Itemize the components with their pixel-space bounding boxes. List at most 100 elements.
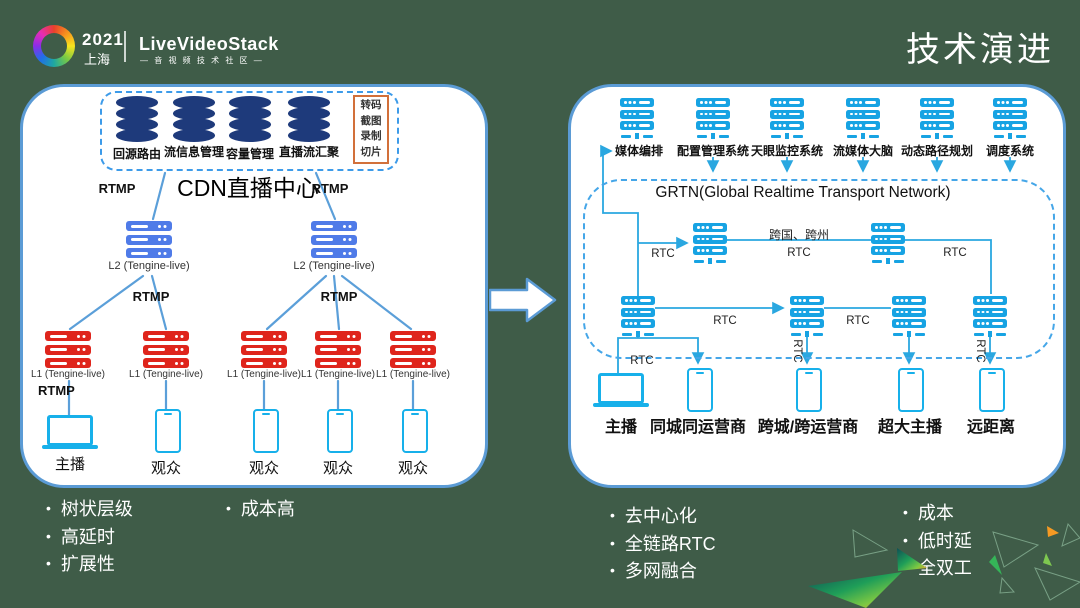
viewer-label: 观众 [397,460,429,477]
rtc-label: RTC [651,248,675,260]
system-label: 媒体编排 [614,144,664,158]
l1-server-icon [390,331,436,372]
phone-icon [402,409,428,453]
l2-label: L2 (Tengine-live) [293,260,375,272]
grtn-node-icon [621,296,655,337]
system-label: 调度系统 [985,144,1035,158]
l1-label: L1 (Tengine-live) [227,369,301,380]
evolution-arrow-icon [489,277,557,323]
l1-label: L1 (Tengine-live) [31,369,105,380]
system-label: 天眼监控系统 [750,144,824,158]
anchor-label: 主播 [54,456,86,473]
grtn-node-icon [871,223,905,264]
grtn-notes-col1: 去中心化 全链路RTC 多网融合 [610,503,716,586]
l1-server-icon [143,331,189,372]
note-item: 去中心化 [610,503,716,531]
phone-icon [796,368,822,412]
endpoint-label: 超大主播 [877,419,943,436]
laptop-icon [42,415,98,449]
rtc-label: RTC [787,247,811,259]
cdn-hub-title: CDN直播中心 [177,175,319,201]
db-node-label: 流信息管理 [163,145,225,159]
rtmp-label: RTMP [132,289,170,304]
phone-icon [155,409,181,453]
l1-server-icon [241,331,287,372]
note-item: 全链路RTC [610,531,716,559]
l1-label: L1 (Tengine-live) [301,369,375,380]
side-box-line: 切片 [360,145,382,158]
phone-icon [253,409,279,453]
grtn-node-icon [693,223,727,264]
grtn-architecture-panel: 媒体编排 配置管理系统 天眼监控系统 流媒体大脑 动态路径规划 调度系统 GRT… [568,84,1066,488]
phone-icon [687,368,713,412]
note-item: 扩展性 [46,551,133,579]
grtn-notes-col2: 成本 低时延 全双工 [903,500,972,583]
viewer-label: 观众 [322,460,354,477]
system-label: 动态路径规划 [900,144,974,158]
system-label: 流媒体大脑 [832,144,894,158]
side-box-line: 录制 [360,130,382,142]
side-box-line: 截图 [360,114,382,127]
l2-server-icon [311,221,357,262]
rtc-label: RTC [791,339,803,363]
cross-region-label: 跨国、跨州 [768,228,830,242]
grtn-node-icon [973,296,1007,337]
system-server-icon [993,98,1027,139]
cdn-notes-col1: 树状层级 高延时 扩展性 [46,496,133,579]
endpoint-label: 同城同运营商 [649,419,747,436]
conference-year: 2021 [82,30,124,49]
rtmp-label: RTMP [311,181,349,196]
conference-logo-ring-icon [33,25,75,67]
database-icon [116,96,158,142]
page-title: 技术演进 [906,31,1054,69]
l2-label: L2 (Tengine-live) [108,260,190,272]
phone-icon [898,368,924,412]
l1-label: L1 (Tengine-live) [376,369,450,380]
system-server-icon [696,98,730,139]
note-item: 成本高 [226,496,295,524]
grtn-node-icon [892,296,926,337]
system-label: 配置管理系统 [676,144,750,158]
l1-label: L1 (Tengine-live) [129,369,203,380]
grtn-title: GRTN(Global Realtime Transport Network) [655,184,951,201]
database-icon [229,96,271,142]
header-divider [124,31,126,62]
endpoint-label: 远距离 [966,419,1016,436]
db-node-label: 直播流汇聚 [278,145,340,159]
rtc-label: RTC [846,315,870,327]
rtmp-label: RTMP [98,181,136,196]
deco-triangles [808,522,1080,608]
grtn-dashed-box [583,179,1055,359]
rtmp-label: RTMP [320,289,358,304]
note-item: 树状层级 [46,496,133,524]
note-item: 高延时 [46,524,133,552]
l1-server-icon [315,331,361,372]
rtc-label: RTC [713,315,737,327]
system-server-icon [770,98,804,139]
rtmp-label: RTMP [38,383,75,398]
cdn-center-dashed-box [100,91,399,171]
rtc-label: RTC [630,355,654,367]
system-server-icon [846,98,880,139]
l2-server-icon [126,221,172,262]
brand-tagline: — 音 视 频 技 术 社 区 — [140,56,264,65]
rtc-label: RTC [974,339,986,363]
rtc-label: RTC [943,247,967,259]
system-server-icon [620,98,654,139]
cdn-architecture-panel: 回源路由 流信息管理 容量管理 直播流汇聚 转码 截图 录制 切片 CDN直播中… [20,84,488,488]
note-item: 多网融合 [610,558,716,586]
note-item: 低时延 [903,528,972,556]
l1-server-icon [45,331,91,372]
db-node-label: 回源路由 [112,147,162,161]
grtn-node-icon [790,296,824,337]
viewer-label: 观众 [248,460,280,477]
cdn-notes-col2: 成本高 [226,496,295,524]
note-item: 全双工 [903,555,972,583]
side-box-line: 转码 [360,99,382,111]
viewer-label: 观众 [150,460,182,477]
phone-icon [979,368,1005,412]
db-node-label: 容量管理 [225,147,275,161]
laptop-icon [593,373,649,407]
conference-city: 上海 [84,52,111,67]
